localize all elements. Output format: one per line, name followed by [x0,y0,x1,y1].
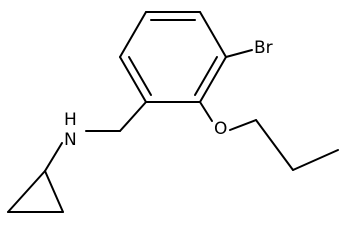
oxygen-label: O [214,119,227,139]
amine-hydrogen: H [64,110,77,130]
ring-bond-bottom-right [199,56,227,103]
ring-double-bond-inner-right [194,56,218,96]
bond-propyl-1 [255,119,294,171]
cyclopropyl-bond-right [44,170,64,213]
bromine-label: Br [254,38,273,58]
bond-ring-to-oxygen [199,101,213,122]
ring-bond-top-left [119,11,147,58]
bond-ring-to-benzylic-ch2 [119,101,147,132]
bond-nitrogen-to-cyclopropyl [44,142,63,172]
ring-double-bond-inner-left [128,56,152,96]
amine-label: H N [64,110,82,150]
cyclopropyl-ring [7,170,64,213]
bond-ring-to-bromine [225,49,253,58]
cyclopropyl-bond-left [7,170,46,213]
amine-nitrogen: N [64,130,77,150]
ring-bond-top-right [199,11,227,58]
benzene-ring [119,11,227,103]
bond-oxygen-to-ch2 [229,119,257,131]
bond-propyl-2 [292,149,339,171]
molecule-structure: Br O H N [7,11,339,213]
ring-bond-bottom-left [119,56,147,103]
